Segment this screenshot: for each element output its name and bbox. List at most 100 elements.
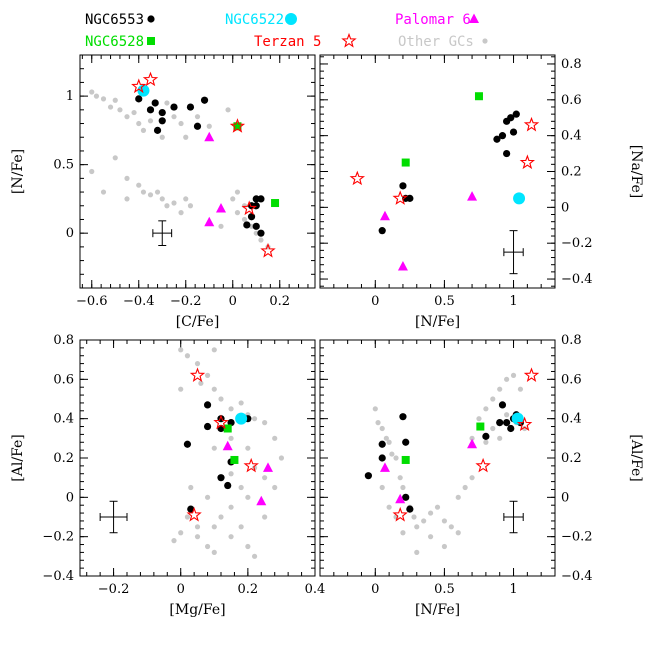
data-point [379, 462, 390, 472]
data-point [511, 412, 524, 425]
data-point [218, 514, 224, 520]
series-ngc6553 [364, 401, 525, 513]
y-tick-label: 0.6 [53, 372, 74, 387]
data-point [228, 406, 234, 412]
plot-frame [79, 54, 316, 289]
data-point [483, 406, 489, 412]
y-axis-label: [Na/Fe] [628, 145, 644, 198]
data-point [243, 457, 259, 473]
data-point [503, 149, 511, 158]
data-point [200, 96, 209, 104]
legend-marker [341, 32, 357, 48]
data-point [184, 514, 191, 520]
data-point [258, 237, 264, 243]
data-point [146, 106, 155, 114]
data-point [378, 227, 386, 235]
data-point [507, 424, 515, 433]
data-point [504, 376, 510, 382]
series-other-gcs [372, 372, 528, 556]
data-point [112, 155, 118, 161]
data-point [187, 505, 195, 513]
data-point [211, 445, 217, 451]
data-point [400, 530, 406, 536]
data-point [392, 506, 408, 522]
y-tick-label: −0.2 [42, 530, 74, 545]
series-ngc6528 [223, 424, 239, 464]
y-tick-label: 0 [66, 490, 74, 505]
data-point [510, 372, 517, 378]
data-point [171, 200, 177, 206]
data-point [178, 530, 184, 536]
x-tick-label: 0.2 [238, 582, 259, 597]
x-tick-label: 1 [509, 582, 517, 597]
series-ngc6553 [378, 110, 520, 235]
y-tick-label: 0 [66, 226, 74, 241]
data-point [194, 114, 201, 120]
data-point [136, 120, 142, 127]
data-point [397, 260, 408, 271]
series-other-gcs [89, 89, 271, 250]
data-point [349, 170, 366, 186]
data-point [251, 553, 258, 559]
data-point [247, 213, 256, 221]
data-point [224, 481, 232, 490]
data-point [469, 435, 475, 441]
y-tick-label: 0.6 [561, 93, 582, 108]
data-point [504, 412, 510, 418]
series-terzan-5 [186, 367, 259, 522]
y-tick-label: 0 [561, 200, 569, 215]
y-tick-label: −0.4 [42, 569, 74, 584]
x-axis-label: [C/Fe] [176, 314, 220, 330]
data-point [414, 549, 420, 556]
data-point [401, 455, 410, 464]
data-point [213, 414, 229, 430]
data-point [271, 199, 280, 208]
data-point [483, 439, 489, 445]
data-point [218, 223, 224, 229]
series-palomar-6 [379, 438, 478, 504]
y-tick-label: −0.4 [561, 569, 593, 584]
data-point [93, 93, 100, 99]
y-tick-label: 0.8 [53, 333, 74, 348]
data-point [448, 524, 454, 530]
error-bar [503, 230, 524, 275]
data-point [194, 524, 201, 530]
legend-marker [147, 15, 155, 23]
data-point [238, 400, 244, 406]
data-point [233, 122, 242, 131]
data-point [124, 196, 130, 202]
data-point [228, 435, 234, 441]
data-point [399, 182, 407, 190]
data-point [193, 122, 202, 130]
data-point [164, 203, 170, 209]
data-point [217, 424, 225, 433]
x-tick-label: 0.4 [305, 582, 326, 597]
data-point [140, 127, 147, 133]
error-bar [152, 220, 173, 247]
x-tick-label: 0 [177, 582, 185, 597]
data-point [441, 543, 448, 550]
data-point [178, 347, 184, 353]
data-point [272, 484, 278, 491]
data-point [227, 419, 235, 427]
y-tick-label: 0.4 [53, 412, 74, 427]
series-palomar-6 [204, 131, 226, 227]
plot-frame [319, 54, 556, 289]
data-point [389, 451, 395, 457]
x-tick-label: 1 [509, 294, 517, 309]
legend-label: Other GCs [398, 34, 474, 50]
data-point [211, 524, 217, 530]
data-point [245, 543, 251, 550]
data-point [147, 192, 154, 198]
data-point [140, 189, 147, 195]
data-point [278, 455, 285, 461]
data-point [218, 396, 224, 402]
data-point [154, 189, 161, 195]
x-tick-label: 0.5 [434, 294, 455, 309]
data-point [257, 195, 265, 203]
data-point [256, 495, 267, 506]
data-point [241, 200, 257, 216]
data-point [521, 425, 528, 432]
x-tick-label: −0.2 [98, 582, 130, 597]
